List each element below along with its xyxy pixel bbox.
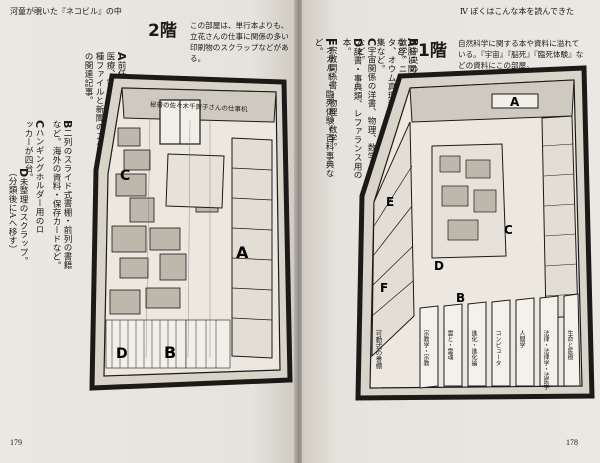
shelf-label-2: 法律・法律学・法医学 — [542, 330, 549, 390]
room-label-d-right: D — [434, 259, 444, 273]
right-legend-e: E宗教関係書・物理・数学。 — [326, 38, 339, 152]
shelf-label-5: 進化・進化論 — [470, 330, 477, 366]
shelf-label-4: コンピュータ — [494, 330, 501, 366]
left-legend-c: Cハンギングホルダー用のロッカーが四台。 — [23, 120, 46, 234]
room-label-a-right: A — [510, 95, 520, 109]
right-legend-c: C宇宙関係の洋書、物理、数学、化学など。 — [355, 38, 378, 188]
floor-2-drawing: A B C D — [89, 73, 293, 391]
left-floor-title: 2階 — [148, 21, 177, 41]
shelf-label-6: 霊と・霊魂 — [446, 330, 453, 360]
shelf-label-3: 人間学 — [518, 330, 525, 348]
right-legend-f: Fオカルト・臨死体験・百科事典など。 — [313, 38, 336, 178]
left-page-number: 179 — [10, 438, 22, 447]
room-label-b-right: B — [456, 291, 465, 305]
book-gutter — [294, 0, 304, 463]
room-label-e: E — [386, 195, 394, 209]
left-running-head: 河童が覗いた『ネコビル』の中 — [10, 7, 122, 16]
left-legend-b: B二列のスライド式書棚・前列の書籍など。海外の資料・保存カードなど。 — [51, 120, 74, 270]
left-intro: この部屋は、単行本よりも、立花さんの仕事に関係の多い印刷物のスクラップなどがある… — [190, 21, 289, 63]
room-label-c-right: C — [504, 223, 513, 237]
shelf-label-7: 宗教学・宗教 — [422, 330, 429, 366]
room-label-b: B — [164, 343, 176, 362]
right-intro: 自然科学に関する本や資料に溢れている。『宇宙』『脳死』『臨死体験』などの資料にこ… — [458, 39, 584, 70]
right-page-number: 178 — [566, 438, 578, 447]
left-legend-d: D未整理のスクラップ。（分類後にAへ移す） — [7, 168, 30, 266]
room-label-a: A — [236, 243, 249, 262]
right-legend-d: D辞書・事典類、レファランス用の本。 — [341, 38, 364, 180]
shelf-label-1: 生命と医療 — [566, 330, 573, 360]
room-label-c: C — [120, 168, 130, 184]
room-label-d: D — [116, 346, 128, 362]
left-page: 河童が覗いた『ネコビル』の中 2階 この部屋は、単行本よりも、立花さんの仕事に関… — [0, 0, 296, 463]
right-floor-title: 1階 — [418, 41, 447, 61]
movable-shelf-caption: 可動式の書棚 — [374, 330, 382, 369]
floor-1-drawing: A E F B C D — [355, 65, 595, 401]
right-page: Ⅳ ぼくはこんな本を読んできた 1階 自然科学に関する本や資料に溢れている。『宇… — [302, 0, 600, 463]
right-running-head: Ⅳ ぼくはこんな本を読んできた — [459, 7, 574, 16]
room-label-f: F — [380, 281, 388, 295]
